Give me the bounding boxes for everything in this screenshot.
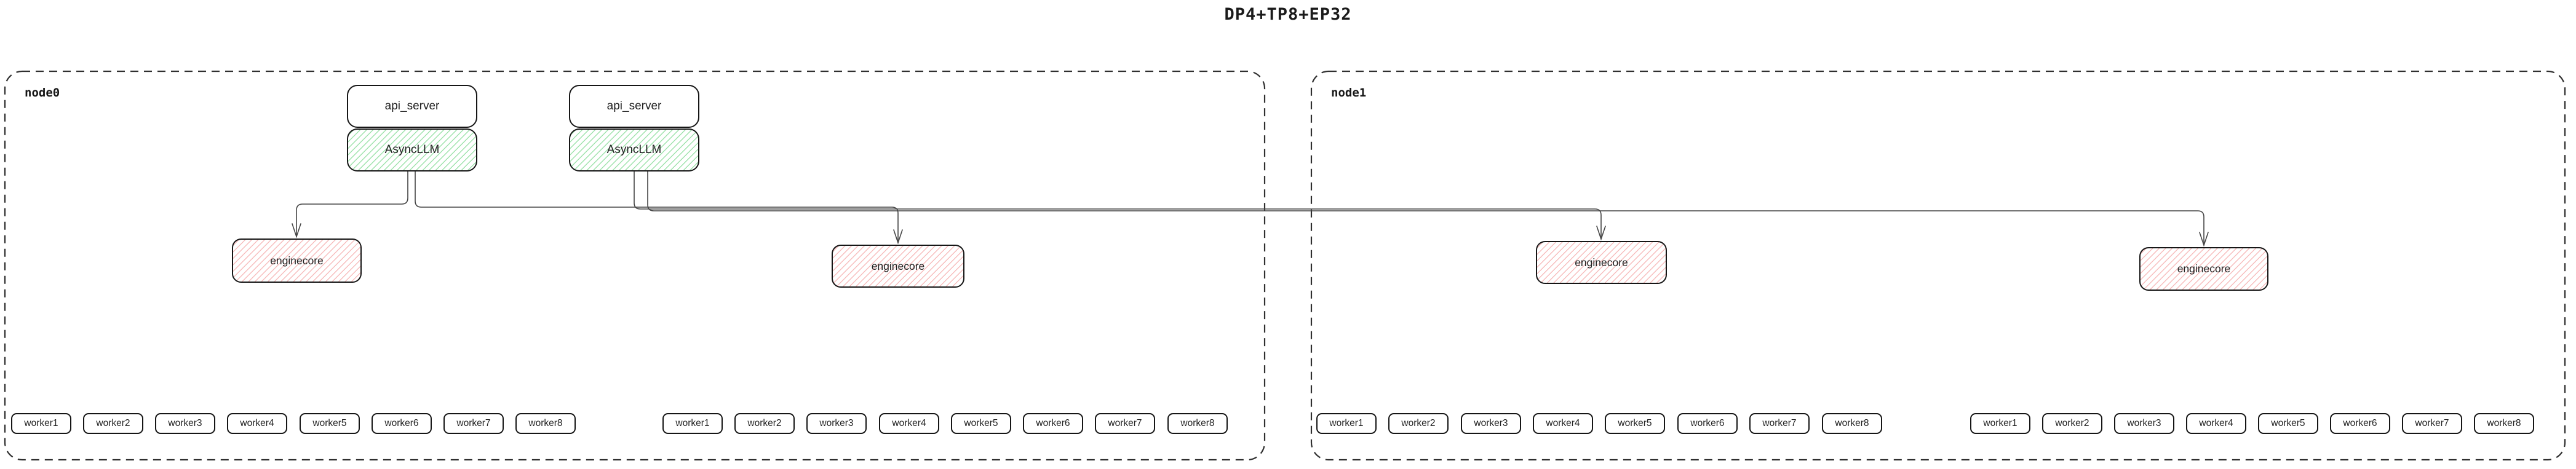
enginecore-4-box: enginecore	[2139, 247, 2268, 291]
asyncllm-1-box: AsyncLLM	[347, 128, 477, 171]
worker-box: worker5	[1605, 413, 1665, 434]
worker-box: worker6	[1677, 413, 1738, 434]
worker-box: worker8	[1167, 413, 1228, 434]
worker-box: worker5	[2258, 413, 2318, 434]
worker-box: worker7	[2402, 413, 2462, 434]
asyncllm-2-box: AsyncLLM	[569, 128, 699, 171]
worker-box: worker3	[2114, 413, 2174, 434]
worker-box: worker4	[227, 413, 287, 434]
worker-box: worker2	[2042, 413, 2102, 434]
worker-box: worker3	[1461, 413, 1521, 434]
worker-box: worker3	[155, 413, 215, 434]
api-server-1-box: api_server	[347, 85, 477, 128]
diagram-title: DP4+TP8+EP32	[1224, 5, 1352, 24]
edge-asyncllm1-enginecore2	[415, 171, 899, 243]
worker-box: worker6	[1023, 413, 1083, 434]
worker-box: worker2	[83, 413, 143, 434]
worker-box: worker1	[662, 413, 723, 434]
arrowhead-enginecore3	[1596, 226, 1606, 241]
node1-label: node1	[1331, 86, 1367, 100]
worker-box: worker4	[879, 413, 939, 434]
arrowhead-enginecore1	[292, 223, 301, 238]
worker-box: worker1	[1970, 413, 2030, 434]
worker-box: worker1	[11, 413, 71, 434]
worker-box: worker8	[1822, 413, 1882, 434]
api-server-2-box: api_server	[569, 85, 699, 128]
edge-asyncllm1-enginecore1	[296, 171, 408, 237]
node1-border	[1310, 70, 2566, 461]
edge-asyncllm2-enginecore3	[634, 171, 1602, 239]
enginecore-2-box: enginecore	[832, 245, 964, 288]
enginecore-1-box: enginecore	[232, 238, 362, 283]
worker-box: worker7	[1749, 413, 1810, 434]
worker-box: worker8	[515, 413, 576, 434]
worker-box: worker7	[1095, 413, 1155, 434]
arrowhead-enginecore4	[2199, 232, 2209, 247]
edge-asyncllm2-enginecore4	[647, 171, 2204, 245]
worker-box: worker6	[372, 413, 432, 434]
worker-box: worker3	[806, 413, 867, 434]
worker-box: worker1	[1316, 413, 1377, 434]
arrowhead-enginecore2	[893, 229, 903, 245]
worker-box: worker5	[951, 413, 1011, 434]
worker-box: worker2	[1388, 413, 1449, 434]
worker-box: worker7	[443, 413, 504, 434]
enginecore-3-box: enginecore	[1536, 241, 1667, 284]
worker-box: worker8	[2474, 413, 2534, 434]
worker-box: worker4	[2186, 413, 2246, 434]
worker-box: worker5	[300, 413, 360, 434]
worker-box: worker6	[2330, 413, 2390, 434]
worker-box: worker4	[1533, 413, 1593, 434]
node0-label: node0	[25, 86, 60, 100]
worker-box: worker2	[734, 413, 795, 434]
